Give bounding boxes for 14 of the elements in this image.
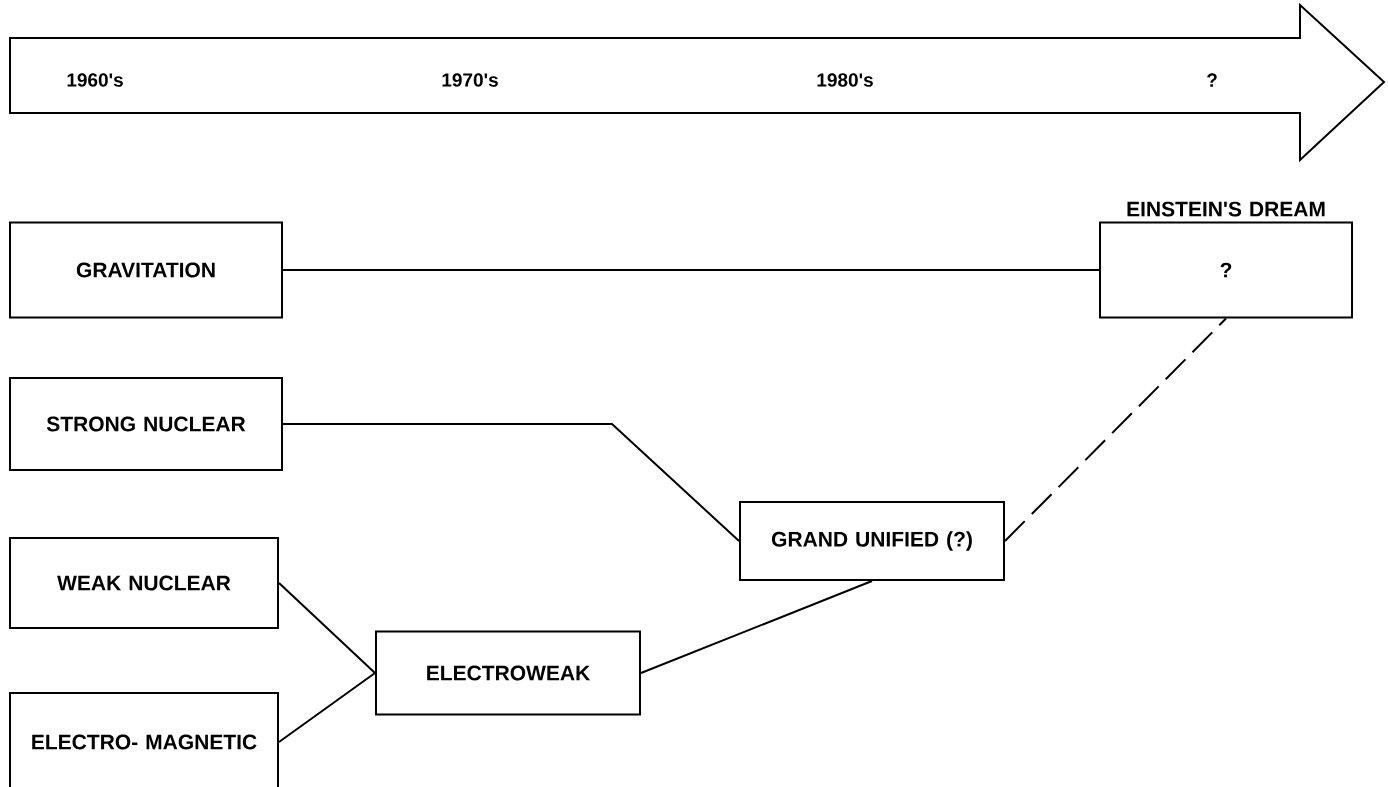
force-box: GRAVITATION (9, 221, 283, 319)
force-box: ? EINSTEIN'S DREAM (1099, 201, 1353, 319)
connector-line (282, 423, 740, 542)
node-label: EINSTEIN'S DREAM (1127, 201, 1325, 217)
connector-line (278, 582, 376, 674)
force-box: ELECTROWEAK (375, 630, 641, 716)
connector-line (278, 672, 376, 743)
force-box: GRAND UNIFIED (?) (739, 501, 1005, 581)
force-box: WEAK NUCLEAR (9, 537, 279, 629)
force-box: ELECTRO- MAGNETIC (9, 692, 279, 787)
connector-line (282, 269, 1100, 271)
connector-line (1004, 317, 1227, 542)
force-box: STRONG NUCLEAR (9, 377, 283, 471)
connector-line (640, 580, 873, 674)
